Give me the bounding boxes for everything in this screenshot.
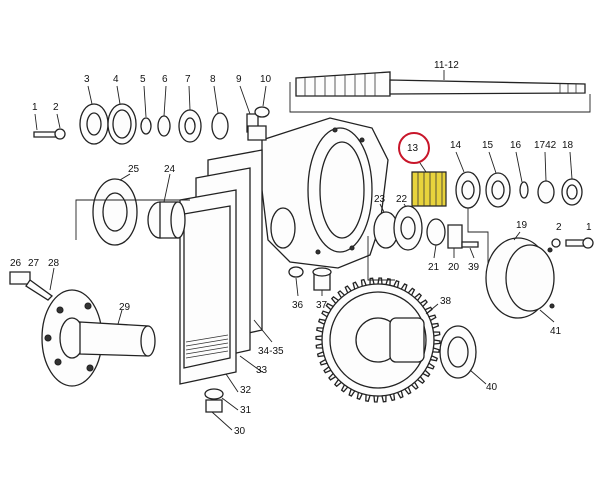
callout-7: 7	[185, 74, 191, 85]
callout-38: 38	[440, 296, 452, 307]
gear-tooth	[432, 347, 440, 353]
callout-2: 2	[53, 102, 59, 113]
callout-30: 30	[234, 426, 246, 437]
callout-28: 28	[48, 258, 60, 269]
callout-37: 37	[316, 300, 328, 311]
callout-5: 5	[140, 74, 146, 85]
bottom-bolt-30-31	[204, 388, 224, 413]
large-gear	[315, 277, 441, 403]
rear-cover	[485, 237, 555, 319]
callout-15: 15	[482, 140, 494, 151]
gear-tooth	[360, 278, 367, 287]
callout-31: 31	[240, 405, 252, 416]
callout-14: 14	[450, 140, 462, 151]
bearings-22-23	[373, 205, 423, 251]
callout-25: 25	[128, 164, 140, 175]
callout-32: 32	[240, 385, 252, 396]
callout-1-right: 1	[586, 222, 592, 233]
left-bearing-cover-group	[33, 103, 270, 145]
gear-tooth	[373, 395, 379, 403]
highlight-ring	[398, 132, 430, 164]
callout-40: 40	[486, 382, 498, 393]
gear-tooth	[316, 327, 324, 333]
gear-tooth	[381, 395, 387, 403]
callout-23: 23	[374, 194, 386, 205]
callout-9: 9	[236, 74, 242, 85]
callout-26: 26	[10, 258, 22, 269]
gear-13[interactable]	[411, 171, 447, 207]
callout-3: 3	[84, 74, 90, 85]
gear-tooth	[316, 351, 325, 358]
gear-tooth	[431, 322, 440, 329]
callout-8: 8	[210, 74, 216, 85]
bearing-set-24-25	[92, 178, 186, 246]
drain-plug-36-37	[288, 266, 332, 291]
callout-labels: 1 2 3 4 5 6 7 8 9 10 11-12 13 14 15 16 1…	[10, 60, 592, 437]
callout-27: 27	[28, 258, 40, 269]
callout-39: 39	[468, 262, 480, 273]
callout-17-42: 1742	[534, 140, 557, 151]
callout-6: 6	[162, 74, 168, 85]
callout-29: 29	[119, 302, 131, 313]
gearbox-housing	[261, 117, 389, 269]
callout-33: 33	[256, 365, 268, 376]
gear-tooth	[389, 393, 396, 402]
gear-tooth	[393, 279, 400, 288]
right-bolt-1-2	[551, 237, 594, 249]
bearings-14-18	[455, 171, 583, 209]
gear-tooth	[315, 335, 323, 341]
callout-18: 18	[562, 140, 574, 151]
callout-34-35: 34-35	[258, 346, 284, 357]
side-cover-assembly	[179, 149, 263, 385]
gear-tooth	[433, 339, 441, 345]
callout-41: 41	[550, 326, 562, 337]
oil-seal	[439, 325, 477, 379]
gear-tooth	[430, 355, 439, 362]
callout-13: 13	[407, 143, 419, 154]
washer-21-20-39	[426, 218, 479, 249]
main-shaft	[295, 71, 586, 97]
callout-4: 4	[113, 74, 119, 85]
gear-tooth	[356, 392, 363, 401]
callout-22: 22	[396, 194, 408, 205]
callout-10: 10	[260, 74, 272, 85]
gear-tooth	[315, 343, 323, 349]
callout-20: 20	[448, 262, 460, 273]
gear-tooth	[377, 277, 383, 285]
callout-1: 1	[32, 102, 38, 113]
callout-19: 19	[516, 220, 528, 231]
gear-tooth	[433, 331, 441, 337]
callout-21: 21	[428, 262, 440, 273]
output-flange	[41, 289, 156, 387]
callout-16: 16	[510, 140, 522, 151]
small-bolt-26-28	[9, 271, 53, 301]
callout-2-right: 2	[556, 222, 562, 233]
callout-11-12: 11-12	[434, 60, 459, 71]
callout-36: 36	[292, 300, 304, 311]
gear-tooth	[317, 318, 326, 325]
callout-24: 24	[164, 164, 176, 175]
gear-tooth	[365, 394, 371, 402]
